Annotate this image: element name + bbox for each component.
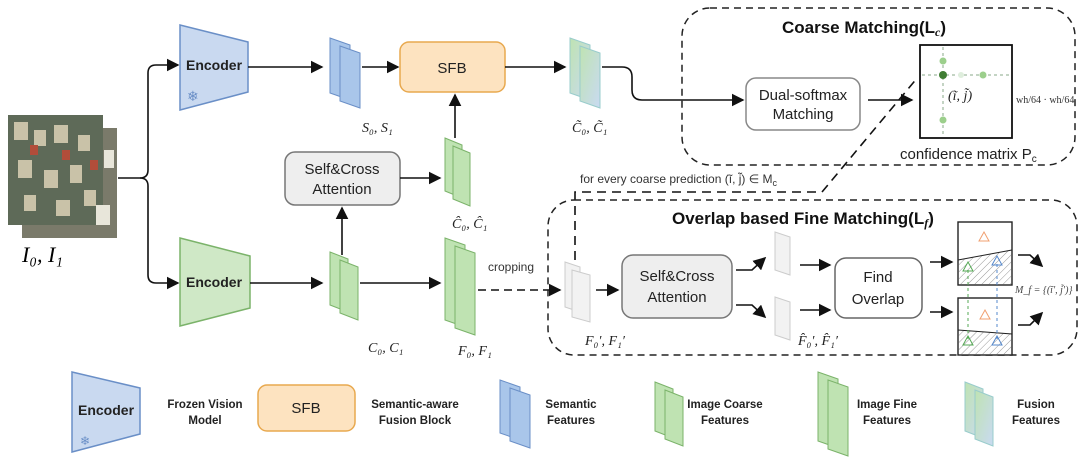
find-overlap-box [834,257,923,319]
svg-text:SFB: SFB [291,400,320,417]
arrow-to-frozen-encoder [118,58,180,179]
svg-text:Encoder: Encoder [186,274,243,290]
fine-matching-title: Overlap based Fine Matching(Lf) [672,209,934,230]
fusion-label: C̃₀, C̃₁ [572,120,607,136]
svg-text:Features: Features [1012,415,1060,427]
svg-text:Semantic: Semantic [545,399,597,411]
coarse-point-label: (ĩ, j̃) [948,88,972,104]
semantic-features [329,37,361,109]
hat-coarse-features [444,137,471,207]
svg-text:Matching: Matching [773,106,834,123]
svg-text:Image Fine: Image Fine [857,399,917,411]
svg-text:Fusion Block: Fusion Block [379,415,452,427]
arrow [736,256,767,271]
svg-text:Self&Cross: Self&Cross [639,268,714,285]
input-label: I₀, I₁ [21,242,63,267]
self-cross-attention-fine [621,254,733,319]
image-fine-features [444,237,476,336]
svg-text:Features: Features [701,415,749,427]
frozen-encoder: Encoder ❄ [179,24,249,111]
confidence-matrix-caption: confidence matrix Pc [900,146,1037,165]
snowflake-icon: ❄ [187,88,199,104]
svg-text:Overlap: Overlap [852,291,905,308]
legend: Encoder ❄ Frozen Vision Model SFB Semant… [71,371,1060,457]
semantic-label: S₀, S₁ [362,121,393,136]
crop-label: F₀′, F₁′ [584,334,626,349]
svg-text:Fusion: Fusion [1017,399,1055,411]
overlap-patch-1 [957,297,1013,356]
hat-fine-feature-0 [774,231,791,276]
snowflake-icon: ❄ [80,434,90,448]
hat-fine-feature-1 [774,296,791,341]
arrow [1018,311,1044,326]
fine-matches-label: M_f = {(ĩ′, j̃′)} [1014,283,1072,296]
svg-text:Dual-softmax: Dual-softmax [759,87,848,104]
arrow-to-dual-softmax [602,66,745,107]
input-images [8,115,117,238]
arrow [736,304,767,319]
svg-text:SFB: SFB [437,60,466,77]
svg-text:Find: Find [863,269,892,286]
image-coarse-features [329,251,359,321]
svg-text:Attention: Attention [647,289,706,306]
arrow-to-image-encoder [139,177,180,290]
svg-text:Attention: Attention [312,181,371,198]
svg-text:Model: Model [188,415,221,427]
coarse-prediction-link [574,76,919,290]
fine-matching-region [547,199,1078,356]
hat-fine-label: F̂₀′, F̂₁′ [797,333,839,349]
svg-text:Features: Features [547,415,595,427]
hat-c-label: Ĉ₀, Ĉ₁ [452,215,487,232]
matrix-size-label: wh/64 · wh/64 [1016,95,1074,106]
arrow [1018,253,1044,268]
svg-text:Encoder: Encoder [78,402,135,418]
svg-text:Self&Cross: Self&Cross [304,161,379,178]
every-coarse-prediction: for every coarse prediction (ĩ, j̃) ∈ Mc [580,171,778,188]
svg-text:Frozen Vision: Frozen Vision [167,399,242,411]
coarse-matching-region [681,7,1076,166]
coarse-matching-title: Coarse Matching(Lc) [782,18,946,39]
coarse-label: C₀, C₁ [368,341,403,356]
svg-text:Image Coarse: Image Coarse [687,399,762,411]
svg-text:Features: Features [863,415,911,427]
image-encoder: Encoder [179,237,251,327]
fine-label: F₀, F₁ [457,344,492,359]
cropping-label: cropping [488,260,534,274]
svg-text:Encoder: Encoder [186,57,243,73]
fusion-features [569,37,601,109]
svg-text:Semantic-aware: Semantic-aware [371,399,459,411]
dual-softmax-box [745,77,861,131]
cropped-fine-features [564,261,591,323]
confidence-matrix [919,44,1013,139]
overlap-patch-0 [957,221,1013,286]
